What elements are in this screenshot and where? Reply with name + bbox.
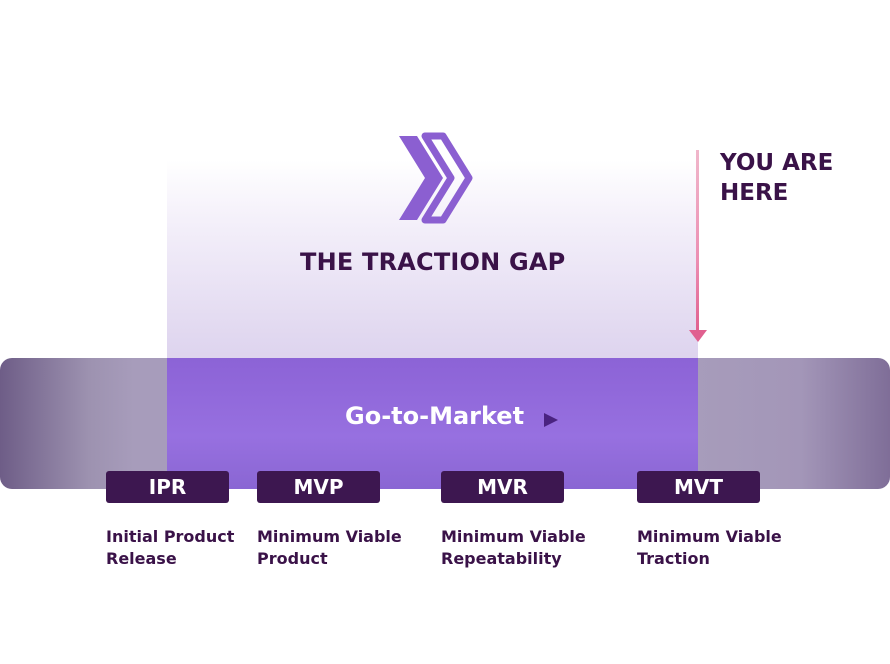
stage-description-line: Release (106, 549, 177, 568)
stage-description-line: Minimum Viable (441, 527, 586, 546)
stage-description-mvt: Minimum Viable Traction (637, 526, 807, 570)
stage-description-line: Minimum Viable (257, 527, 402, 546)
stage-badge-mvt: MVT (637, 471, 760, 503)
stage-description-line: Traction (637, 549, 710, 568)
stage-description-mvp: Minimum Viable Product (257, 526, 427, 570)
stage-description-mvr: Minimum Viable Repeatability (441, 526, 611, 570)
stage-badge-mvp: MVP (257, 471, 380, 503)
double-chevron-right-icon (399, 132, 473, 224)
you-are-here-label: YOU ARE HERE (720, 150, 834, 206)
you-are-here-marker-line (696, 150, 699, 332)
stage-description-line: Minimum Viable (637, 527, 782, 546)
stage-description-line: Product (257, 549, 328, 568)
stage-badge-mvr: MVR (441, 471, 564, 503)
go-to-market-active-segment (167, 358, 698, 489)
stage-description-ipr: Initial Product Release (106, 526, 276, 570)
stage-description-line: Repeatability (441, 549, 562, 568)
stage-badge-ipr: IPR (106, 471, 229, 503)
traction-gap-title: THE TRACTION GAP (300, 248, 566, 276)
go-to-market-label: Go-to-Market (345, 402, 525, 430)
down-arrow-icon (689, 330, 707, 342)
play-triangle-icon (544, 413, 558, 427)
stage-description-line: Initial Product (106, 527, 235, 546)
